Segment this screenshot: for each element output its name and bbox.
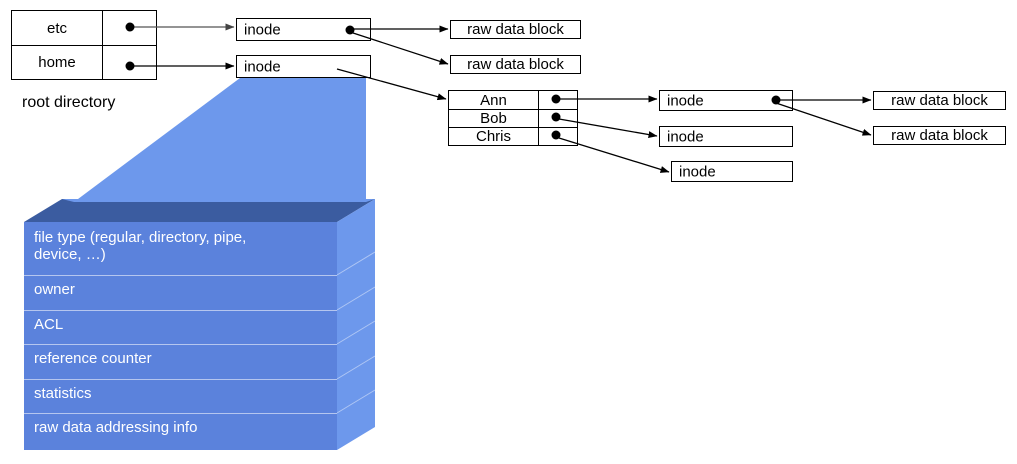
root-directory-table[interactable]: etc home (11, 10, 157, 80)
raw-data-block-label: raw data block (891, 92, 988, 109)
raw-data-block[interactable]: raw data block (450, 20, 581, 39)
inode-field-row: owner (24, 275, 337, 310)
raw-data-block-label: raw data block (467, 21, 564, 38)
inode-field-label-cont: device, …) (34, 246, 106, 263)
raw-data-block[interactable]: raw data block (873, 126, 1006, 145)
stack-row-separator (24, 275, 337, 276)
inode-field-row: statistics (24, 379, 337, 413)
inode-label: inode (667, 128, 704, 145)
raw-data-block[interactable]: raw data block (450, 55, 581, 74)
raw-data-block-label: raw data block (467, 56, 564, 73)
pointer-dot-bob (551, 112, 561, 122)
pointer-dot-ann (551, 94, 561, 104)
table-row[interactable]: Ann (449, 91, 538, 109)
inode-field-row: raw data addressing info (24, 413, 337, 450)
directory-entry-name: etc (46, 19, 67, 37)
directory-entry-name: Ann (480, 91, 507, 109)
pointer-dot-home (125, 61, 135, 71)
inode-field-row: reference counter (24, 344, 337, 379)
raw-data-block-label: raw data block (891, 127, 988, 144)
table-row[interactable]: Bob (449, 109, 538, 127)
table-row-divider (102, 45, 156, 46)
directory-entry-name: home (38, 54, 76, 71)
inode-field-row: file type (regular, directory, pipe, dev… (24, 222, 337, 275)
stack-row-separator (24, 310, 337, 311)
table-row-divider (538, 127, 577, 128)
inode-field-row: ACL (24, 310, 337, 344)
directory-entry-name: Bob (480, 110, 507, 127)
inode-label: inode (244, 21, 281, 38)
inode-field-label: ACL (34, 316, 64, 333)
raw-data-block[interactable]: raw data block (873, 91, 1006, 110)
inode-label: inode (679, 163, 716, 180)
inode-field-label: file type (regular, directory, pipe, (34, 229, 247, 246)
inode-label: inode (244, 58, 281, 75)
inode-box-ann[interactable]: inode (659, 90, 793, 111)
inode-label: inode (667, 92, 704, 109)
inode-field-label: statistics (34, 385, 92, 402)
stack-row-separator (24, 379, 337, 380)
inode-pointer-dot (771, 95, 781, 105)
inode-field-label: raw data addressing info (34, 419, 198, 436)
table-row[interactable]: home (12, 45, 102, 79)
stack-row-separator (24, 344, 337, 345)
inode-box-chris[interactable]: inode (671, 161, 793, 182)
pointer-dot-etc (125, 22, 135, 32)
table-row[interactable]: etc (12, 11, 102, 45)
stack-row-separator (24, 413, 337, 414)
inode-pointer-dot (345, 25, 355, 35)
inode-field-label: owner (34, 281, 75, 298)
inode-box-etc[interactable]: inode (236, 18, 371, 41)
pointer-dot-chris (551, 130, 561, 140)
inode-box-bob[interactable]: inode (659, 126, 793, 147)
root-directory-caption: root directory (22, 94, 116, 111)
table-column-divider (538, 91, 539, 145)
table-row-divider (538, 109, 577, 110)
inode-box-home[interactable]: inode (236, 55, 371, 78)
inode-field-label: reference counter (34, 350, 152, 367)
directory-entry-name: Chris (475, 128, 511, 145)
table-row[interactable]: Chris (449, 127, 538, 145)
